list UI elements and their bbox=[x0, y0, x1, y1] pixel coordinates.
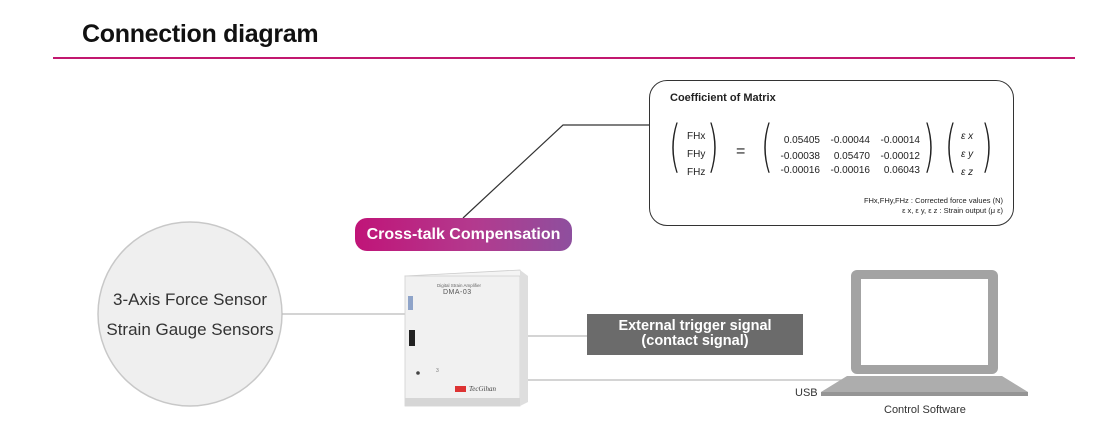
callout-line bbox=[462, 124, 649, 219]
usb-label: USB bbox=[795, 387, 818, 399]
page-title: Connection diagram bbox=[82, 20, 319, 48]
coef-cell: -0.00012 bbox=[880, 151, 920, 162]
brand-logo-mark bbox=[455, 386, 466, 392]
coef-cell: -0.00014 bbox=[880, 135, 920, 146]
input-vector: ε x ε y ε z bbox=[961, 128, 973, 182]
status-led bbox=[416, 371, 420, 375]
input-ey: ε y bbox=[961, 149, 974, 160]
laptop bbox=[821, 270, 1028, 396]
trigger-line2: (contact signal) bbox=[641, 333, 749, 349]
device-brand: TecGihan bbox=[469, 385, 496, 393]
sensor-circle bbox=[97, 221, 283, 407]
crosstalk-badge: Cross-talk Compensation bbox=[355, 218, 572, 251]
equals-sign: = bbox=[736, 143, 746, 160]
svg-text:3: 3 bbox=[436, 368, 439, 374]
coef-cell: 0.06043 bbox=[883, 165, 920, 176]
paren-right-outputs: ) bbox=[706, 114, 719, 179]
coef-cell: -0.00016 bbox=[780, 165, 820, 176]
output-fhx: FHx bbox=[687, 131, 706, 142]
control-software-label: Control Software bbox=[884, 404, 966, 416]
paren-left-outputs: ( bbox=[668, 114, 681, 179]
input-ex: ε x bbox=[961, 131, 974, 142]
matrix-note-forces: FHx,FHy,FHz : Corrected force values (N) bbox=[863, 196, 1003, 205]
device-small-label: Digital Strain Amplifier bbox=[437, 283, 482, 288]
input-ez: ε z bbox=[961, 167, 974, 178]
amplifier-device: 3 bbox=[404, 269, 528, 407]
coef-cell: -0.00016 bbox=[830, 165, 870, 176]
output-fhy: FHy bbox=[687, 149, 706, 160]
paren-right-inputs: ) bbox=[980, 114, 993, 179]
sensor-label-line2: Strain Gauge Sensors bbox=[106, 320, 274, 339]
connector-port bbox=[408, 296, 413, 310]
coef-cell: -0.00044 bbox=[830, 135, 870, 146]
matrix-note-strain: ε x, ε y, ε z : Strain output (μ ε) bbox=[902, 206, 1003, 215]
matrix-title: Coefficient of Matrix bbox=[670, 92, 776, 104]
paren-right-matrix: ) bbox=[922, 114, 935, 179]
trigger-line1: External trigger signal bbox=[618, 318, 772, 334]
sensor-label-line1: 3-Axis Force Sensor bbox=[113, 290, 267, 309]
output-vector: FHx FHy FHz bbox=[687, 128, 705, 182]
paren-left-matrix: ( bbox=[760, 114, 773, 179]
matrix-callout: Coefficient of Matrix ( FHx FHy FHz ) = … bbox=[649, 80, 1014, 226]
device-model: DMA-03 bbox=[443, 289, 472, 296]
coef-cell: -0.00038 bbox=[780, 151, 820, 162]
hdmi-port bbox=[409, 330, 415, 346]
paren-left-inputs: ( bbox=[944, 114, 957, 179]
title-divider bbox=[53, 57, 1075, 59]
output-fhz: FHz bbox=[687, 167, 706, 178]
external-trigger-box: External trigger signal (contact signal) bbox=[587, 314, 803, 355]
coef-cell: 0.05405 bbox=[783, 135, 820, 146]
coef-cell: 0.05470 bbox=[833, 151, 870, 162]
